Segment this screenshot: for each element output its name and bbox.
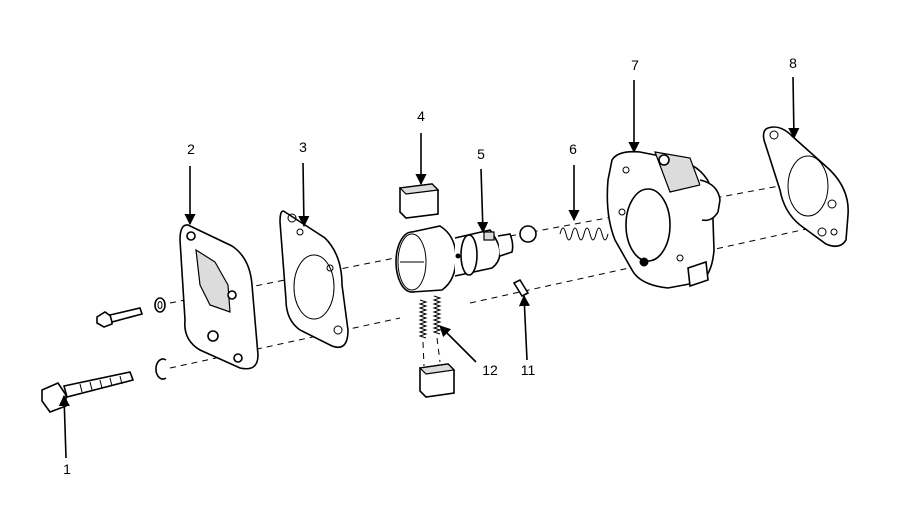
relief-spring xyxy=(559,227,609,241)
callout-3: 3 xyxy=(299,139,307,155)
short-bolt xyxy=(96,307,144,328)
check-ball xyxy=(519,225,537,243)
gasket-left xyxy=(279,210,349,349)
callout-labels: 1 2 3 4 5 6 7 8 11 12 xyxy=(63,55,797,477)
washers xyxy=(154,297,167,380)
callout-12: 12 xyxy=(482,362,498,378)
callout-2: 2 xyxy=(187,141,195,157)
callout-11: 11 xyxy=(521,362,536,378)
long-bolt xyxy=(41,371,135,413)
vane-springs xyxy=(418,295,442,367)
callout-7: 7 xyxy=(631,57,639,73)
pump-housing xyxy=(606,150,721,289)
vane-bottom xyxy=(418,363,456,398)
leader-lines xyxy=(58,76,800,459)
gasket-right xyxy=(762,126,849,248)
cover-plate xyxy=(179,224,259,370)
rotor-shaft xyxy=(395,225,514,293)
callout-6: 6 xyxy=(569,141,577,157)
callout-1: 1 xyxy=(63,461,71,477)
center-lines xyxy=(169,183,821,369)
callout-8: 8 xyxy=(789,55,797,71)
callout-5: 5 xyxy=(477,146,485,162)
vane-top xyxy=(398,183,440,219)
callout-4: 4 xyxy=(417,108,425,124)
pin xyxy=(512,278,530,298)
